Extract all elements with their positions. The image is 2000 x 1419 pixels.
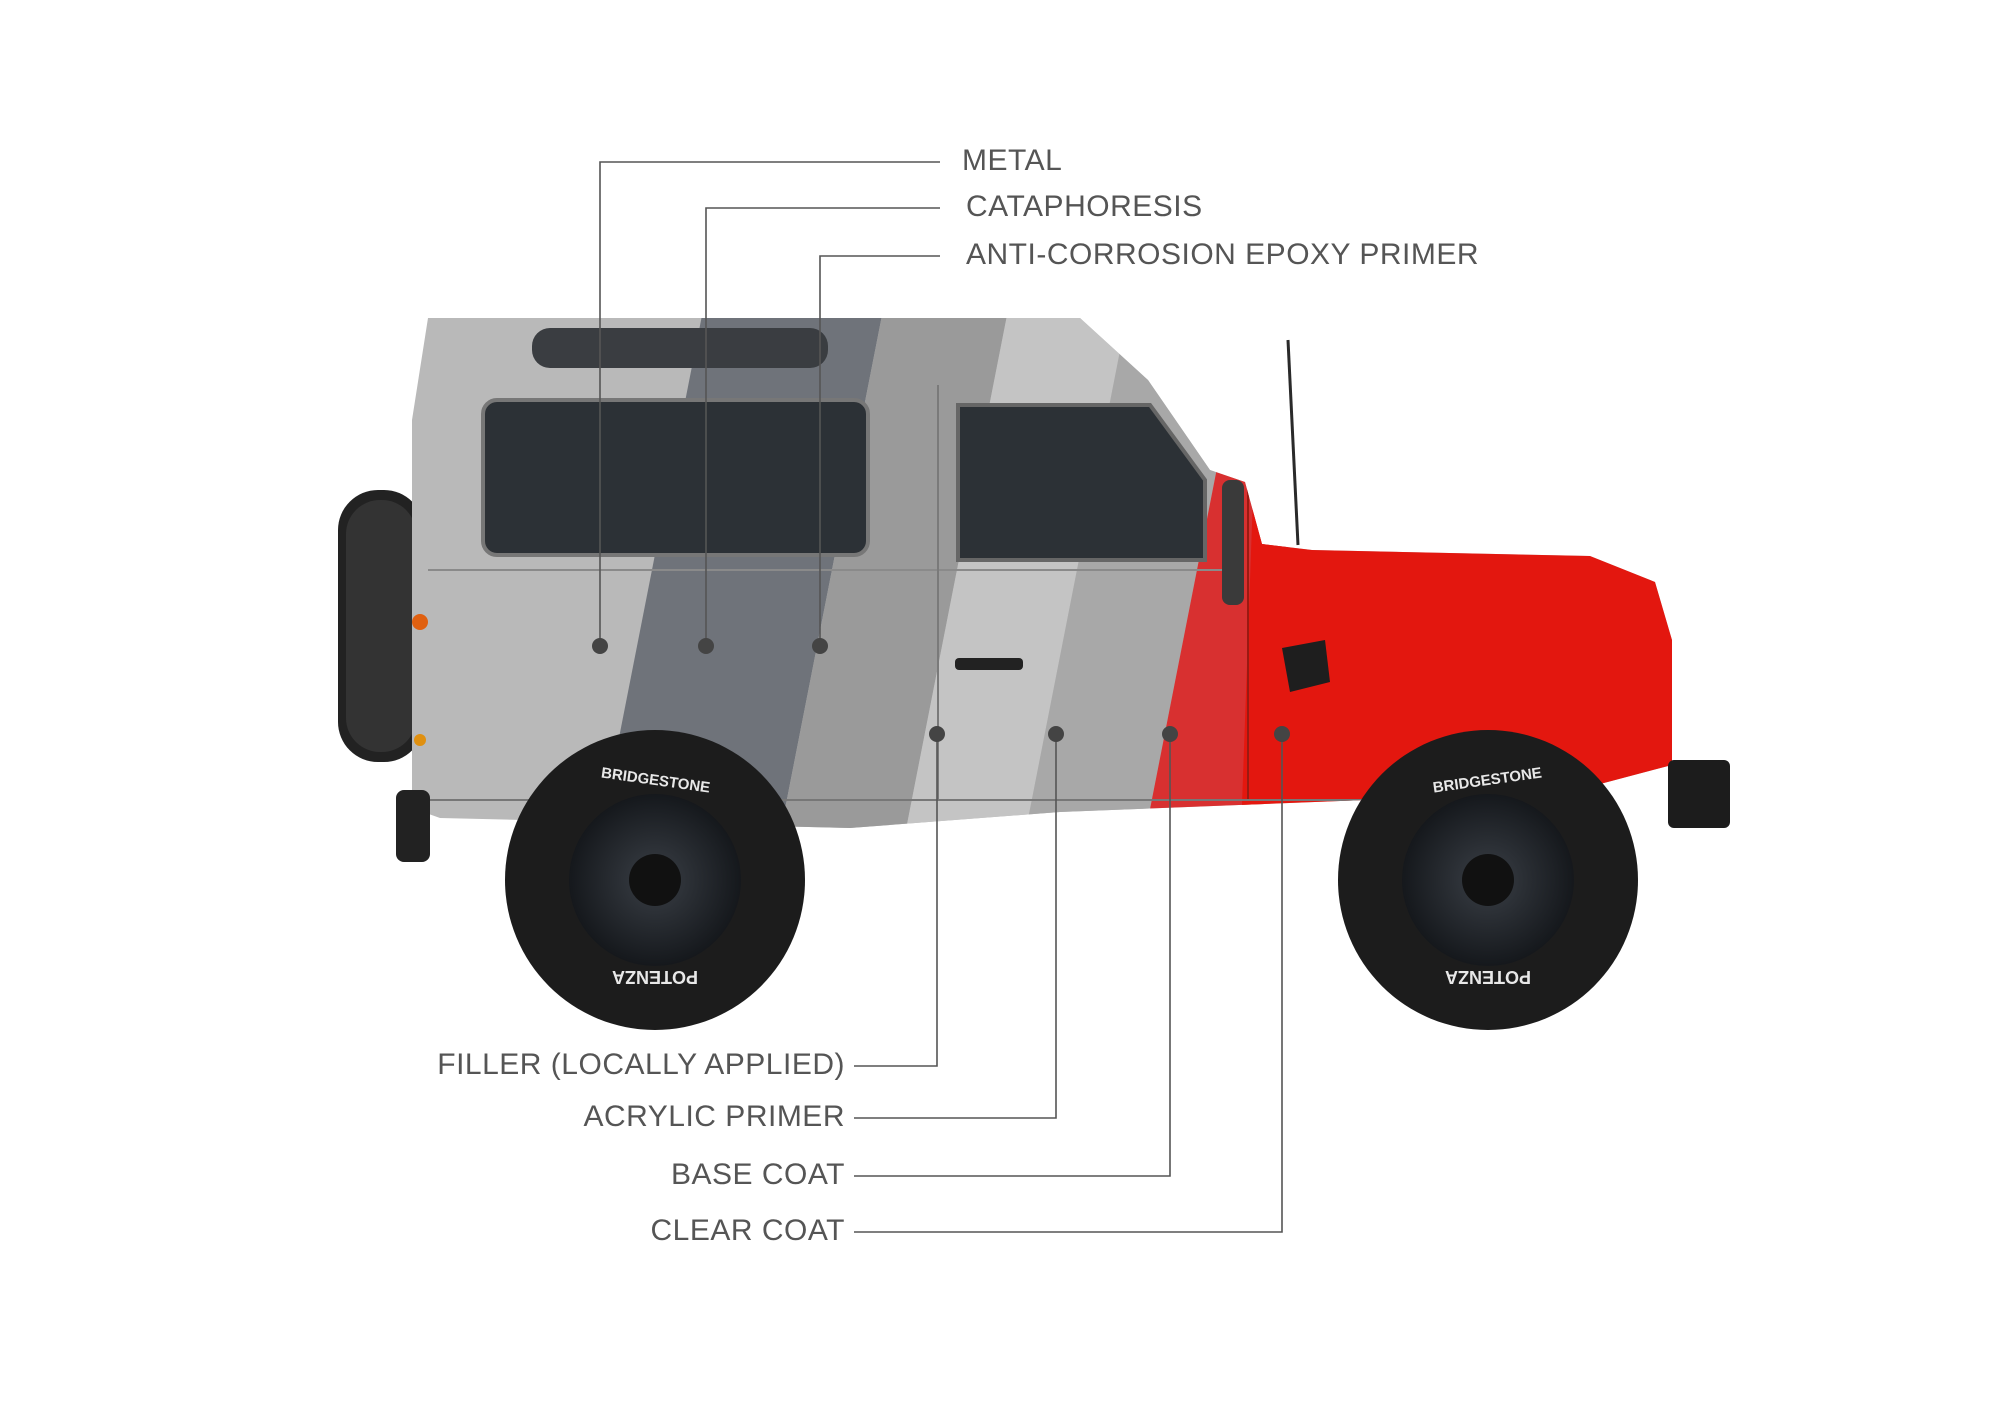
band-epoxy-primer: [775, 318, 1010, 828]
leader-cataphoresis: [705, 207, 940, 646]
marker-clear: [1274, 726, 1290, 742]
marker-cataphoresis: [698, 638, 714, 654]
rear-wheel: [505, 730, 805, 1030]
label-filler: FILLER (LOCALLY APPLIED): [437, 1048, 845, 1081]
marker-base: [1162, 726, 1178, 742]
leader-epoxy: [819, 255, 940, 646]
marker-metal: [592, 638, 608, 654]
label-cataphoresis: CATAPHORESIS: [966, 190, 1203, 223]
front-bumper: [1668, 760, 1730, 828]
label-acrylic-primer: ACRYLIC PRIMER: [583, 1100, 845, 1133]
label-epoxy-primer: ANTI-CORROSION EPOXY PRIMER: [966, 238, 1480, 271]
front-wheel: [1338, 730, 1638, 1030]
side-mirror: [1222, 480, 1244, 605]
leader-base: [854, 734, 1171, 1177]
leader-metal: [599, 161, 940, 646]
marker-epoxy: [812, 638, 828, 654]
door-handle: [955, 658, 1023, 670]
leader-acrylic: [854, 734, 1057, 1119]
spare-wheel: [338, 490, 424, 762]
marker-filler: [929, 726, 945, 742]
leader-filler: [854, 734, 938, 1067]
rear-indicator: [414, 734, 426, 746]
marker-acrylic: [1048, 726, 1064, 742]
label-base-coat: BASE COAT: [671, 1158, 845, 1191]
rear-side-window: [481, 398, 870, 557]
label-clear-coat: CLEAR COAT: [650, 1214, 845, 1247]
antenna: [1286, 339, 1300, 546]
alpine-window: [532, 328, 828, 368]
rear-tire-model: POTENZA: [612, 967, 698, 987]
door-window: [956, 403, 1207, 562]
tail-light: [412, 614, 428, 630]
front-tire-model: POTENZA: [1445, 967, 1531, 987]
leader-clear: [854, 734, 1283, 1233]
tow-hook: [396, 790, 430, 862]
side-vent: [1282, 640, 1330, 692]
label-metal: METAL: [962, 144, 1063, 177]
